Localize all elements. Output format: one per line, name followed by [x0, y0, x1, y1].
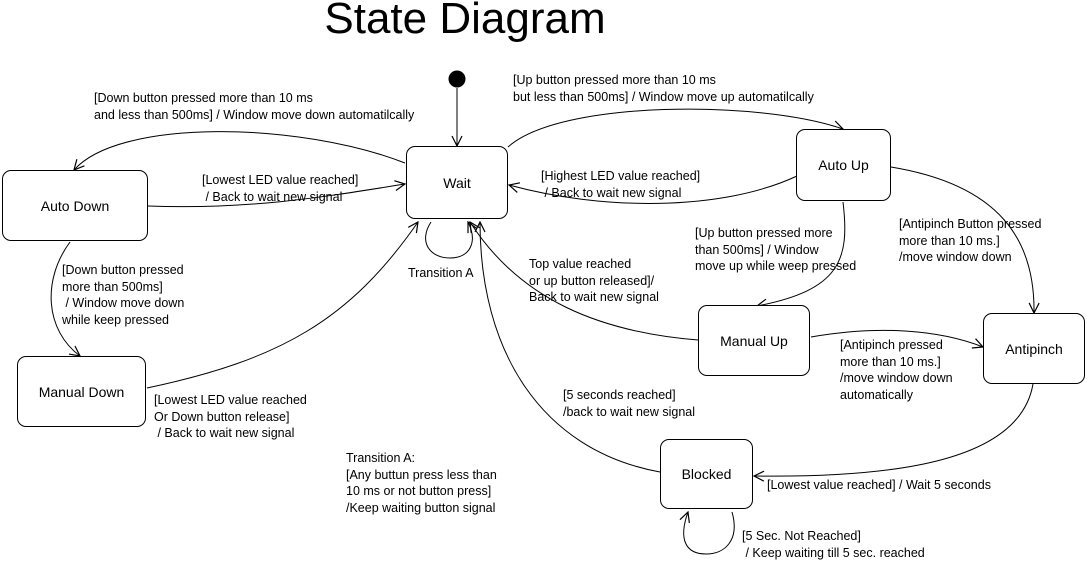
label-transition-a-definition: Transition A: [Any buttun press less tha…	[346, 451, 497, 515]
label-transition-a-self: Transition A	[408, 266, 474, 280]
arrow-antipinch-to-blocked	[754, 383, 1034, 476]
arrow-wait-to-auto-up	[507, 108, 843, 148]
arrow-manual-down-to-wait	[146, 222, 418, 389]
state-antipinch[interactable]: Antipinch	[983, 313, 1085, 384]
label-auto-down-to-wait: [Lowest LED value reached] / Back to wai…	[202, 173, 359, 204]
state-manual-down[interactable]: Manual Down	[17, 356, 146, 427]
state-manual-up[interactable]: Manual Up	[698, 305, 810, 376]
arrow-manual-up-to-antipinch	[810, 329, 983, 347]
label-wait-to-auto-up: [Up button pressed more than 10 ms but l…	[513, 73, 814, 104]
arrow-auto-down-to-manual-down	[50, 241, 80, 356]
label-manual-up-to-antipinch: [Antipinch pressed more than 10 ms.] /mo…	[840, 338, 953, 402]
label-blocked-to-wait: [5 seconds reached] /back to wait new si…	[563, 388, 696, 419]
label-auto-up-to-manual-up: [Up button pressed more than 500ms] / Wi…	[695, 226, 857, 273]
label-auto-up-to-wait: [Highest LED value reached] / Back to wa…	[541, 169, 701, 200]
arrow-auto-up-to-wait	[509, 175, 798, 204]
label-manual-up-to-wait: Top value reached or up button released]…	[529, 257, 659, 304]
arrow-manual-up-to-wait	[470, 222, 699, 341]
state-auto-down[interactable]: Auto Down	[2, 170, 148, 241]
arrow-auto-down-to-wait	[147, 184, 405, 208]
arrow-blocked-to-wait	[480, 222, 661, 473]
label-wait-to-auto-down: [Down button pressed more than 10 ms and…	[94, 91, 415, 122]
state-wait[interactable]: Wait	[406, 146, 508, 219]
arrow-auto-up-to-antipinch	[890, 166, 1034, 313]
label-auto-up-to-antipinch: [Antipinch Button pressed more than 10 m…	[899, 217, 1042, 264]
label-blocked-self: [5 Sec. Not Reached] / Keep waiting till…	[742, 529, 925, 560]
arrow-wait-self-loop	[425, 222, 473, 259]
diagram-title: State Diagram	[324, 0, 606, 43]
label-auto-down-to-manual-down: [Down button pressed more than 500ms] / …	[62, 263, 185, 327]
arrow-wait-to-auto-down	[74, 131, 406, 170]
arrow-auto-up-to-manual-up	[757, 201, 846, 306]
label-antipinch-to-blocked: [Lowest value reached] / Wait 5 seconds	[767, 478, 991, 492]
label-manual-down-to-wait: [Lowest LED value reached Or Down button…	[154, 393, 307, 440]
state-blocked[interactable]: Blocked	[660, 439, 753, 509]
initial-state-dot	[448, 70, 466, 88]
arrow-blocked-self-loop	[684, 512, 735, 555]
state-auto-up[interactable]: Auto Up	[796, 129, 891, 201]
